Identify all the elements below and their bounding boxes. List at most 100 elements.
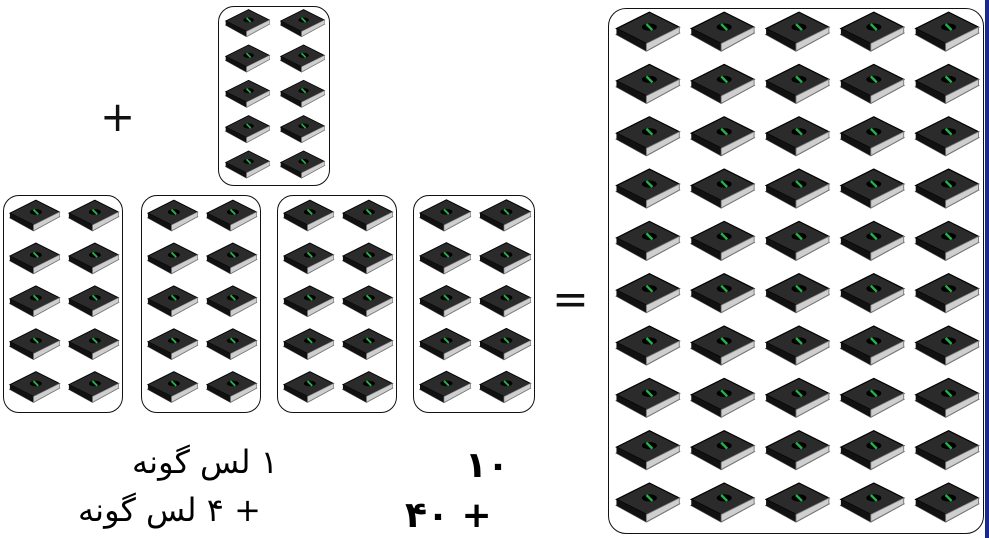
book-icon xyxy=(766,378,829,417)
book-icon xyxy=(766,274,829,313)
book-icon xyxy=(226,10,270,37)
book-icon xyxy=(420,286,470,317)
book-group-3 xyxy=(277,195,397,413)
tens-label-line-1: ۱ لس گونه xyxy=(132,446,278,478)
total-book-group xyxy=(608,8,984,534)
book-icon xyxy=(841,274,904,313)
book-icon xyxy=(616,326,679,365)
book-icon xyxy=(480,371,530,402)
book-icon xyxy=(343,372,393,403)
book-icon xyxy=(226,45,270,72)
book-icon xyxy=(10,286,60,317)
book-icon xyxy=(841,483,904,522)
book-icon xyxy=(691,117,754,156)
book-icon xyxy=(226,116,270,143)
book-icon xyxy=(766,169,829,208)
book-icon xyxy=(916,64,979,103)
book-icon xyxy=(691,64,754,103)
book-icon xyxy=(766,483,829,522)
top-book-grid xyxy=(219,7,329,185)
book-icon xyxy=(148,286,198,317)
book-icon xyxy=(10,200,60,231)
number-label-line-1: ۱۰ xyxy=(465,448,509,484)
book-icon xyxy=(420,371,470,402)
book-icon xyxy=(281,45,325,72)
book-icon xyxy=(841,117,904,156)
book-icon xyxy=(207,372,257,403)
book-icon xyxy=(420,200,470,231)
book-icon xyxy=(916,483,979,522)
book-icon xyxy=(10,243,60,274)
book-icon xyxy=(480,200,530,231)
book-icon xyxy=(916,12,979,51)
book-icon xyxy=(916,274,979,313)
tens-label-2-text: + ۴ لس گونه xyxy=(78,491,261,529)
book-icon xyxy=(480,328,530,359)
book-icon xyxy=(226,151,270,178)
book-icon xyxy=(281,116,325,143)
book-icon xyxy=(148,372,198,403)
book-icon xyxy=(691,169,754,208)
book-icon xyxy=(480,243,530,274)
book-icon xyxy=(69,200,119,231)
book-icon xyxy=(281,80,325,107)
book-icon xyxy=(916,169,979,208)
book-icon xyxy=(284,372,334,403)
book-icon xyxy=(10,372,60,403)
book-group-2 xyxy=(141,195,261,413)
book-icon xyxy=(69,243,119,274)
book-icon xyxy=(343,329,393,360)
book-group-1 xyxy=(3,195,123,413)
book-icon xyxy=(69,329,119,360)
book-icon xyxy=(207,286,257,317)
top-book-group xyxy=(218,6,330,186)
book-icon xyxy=(284,286,334,317)
book-icon xyxy=(916,431,979,470)
book-icon xyxy=(207,200,257,231)
window-edge xyxy=(985,0,989,538)
book-group-4 xyxy=(413,195,535,413)
book-icon xyxy=(691,274,754,313)
book-icon xyxy=(841,326,904,365)
book-icon xyxy=(69,372,119,403)
book-icon xyxy=(916,221,979,260)
number-label-line-2: + ۴۰ xyxy=(405,498,492,534)
book-icon xyxy=(691,12,754,51)
book-icon xyxy=(766,431,829,470)
tens-label-1-text: ۱ لس گونه xyxy=(132,443,278,481)
book-icon xyxy=(841,431,904,470)
book-grid-1 xyxy=(4,196,122,412)
book-icon xyxy=(841,169,904,208)
book-icon xyxy=(343,243,393,274)
book-icon xyxy=(148,329,198,360)
book-icon xyxy=(281,10,325,37)
book-icon xyxy=(148,200,198,231)
book-icon xyxy=(616,169,679,208)
book-icon xyxy=(207,243,257,274)
book-icon xyxy=(841,12,904,51)
book-icon xyxy=(148,243,198,274)
book-icon xyxy=(691,483,754,522)
book-icon xyxy=(616,378,679,417)
book-icon xyxy=(916,326,979,365)
book-icon xyxy=(691,431,754,470)
book-icon xyxy=(226,80,270,107)
book-icon xyxy=(69,286,119,317)
book-icon xyxy=(766,64,829,103)
book-icon xyxy=(766,12,829,51)
book-icon xyxy=(841,64,904,103)
book-icon xyxy=(841,221,904,260)
total-book-grid xyxy=(609,9,983,533)
book-icon xyxy=(616,274,679,313)
book-icon xyxy=(691,378,754,417)
book-icon xyxy=(691,326,754,365)
equals-sign: = xyxy=(552,278,589,322)
book-icon xyxy=(284,243,334,274)
tens-label-line-2: + ۴ لس گونه xyxy=(78,494,261,526)
book-icon xyxy=(480,286,530,317)
plus-sign-top: + xyxy=(100,96,135,138)
book-icon xyxy=(284,329,334,360)
book-icon xyxy=(207,329,257,360)
book-grid-4 xyxy=(414,196,534,412)
book-icon xyxy=(766,326,829,365)
